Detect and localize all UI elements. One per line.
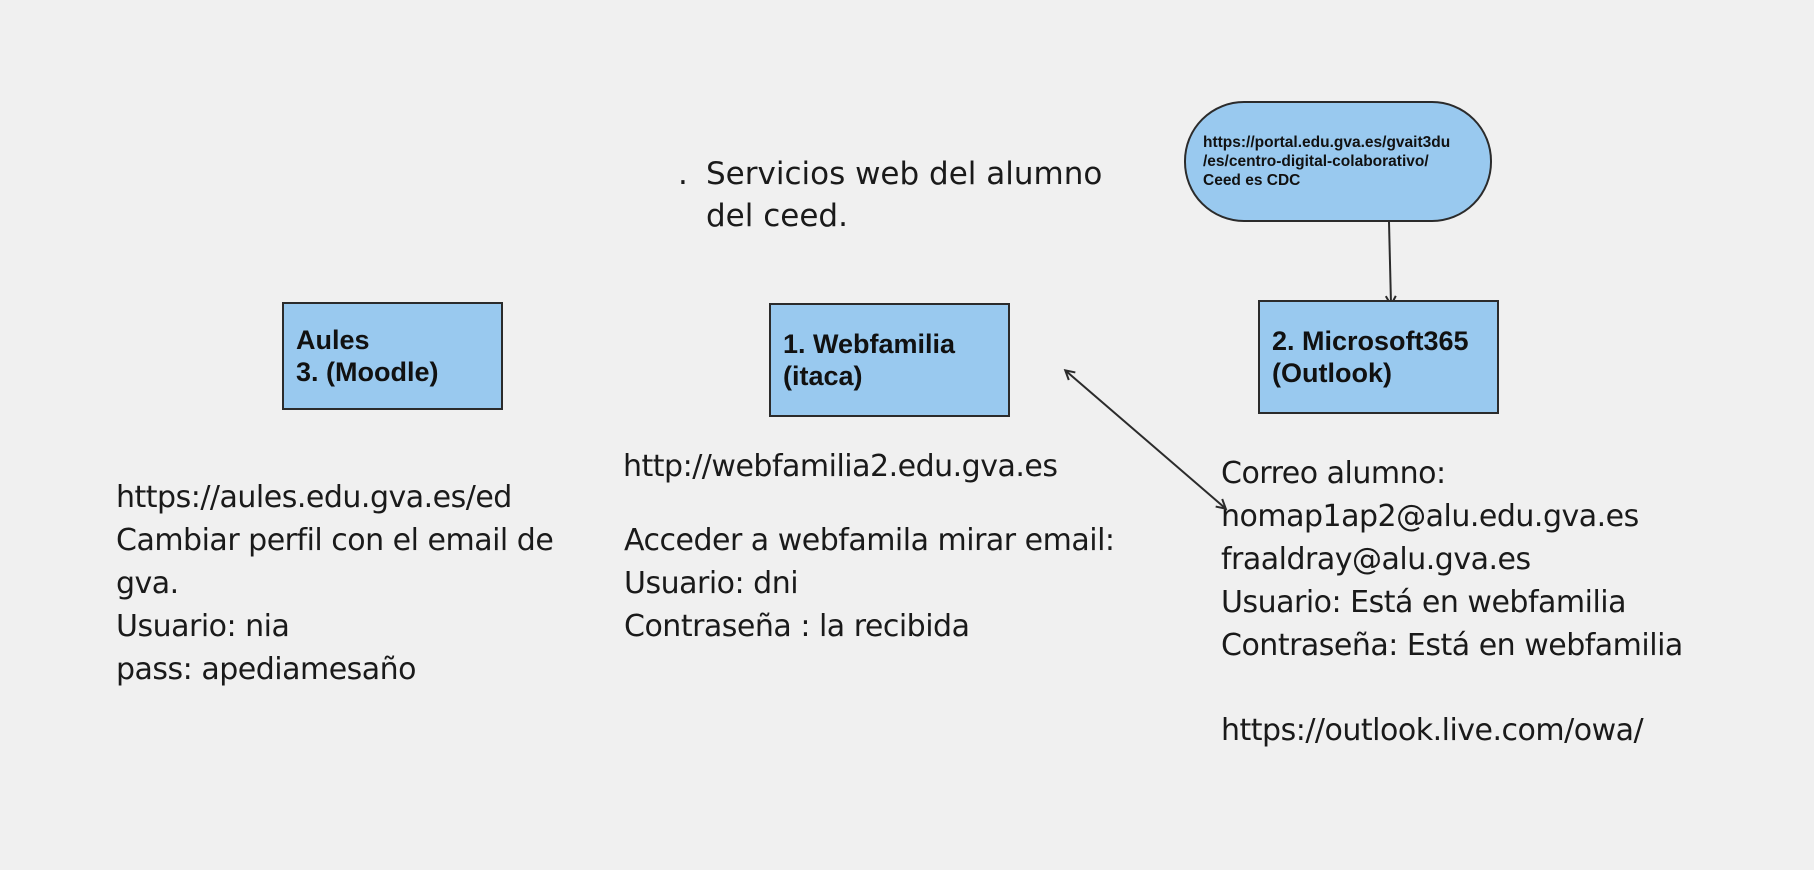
aules-note-url: https://aules.edu.gva.es/ed <box>116 480 512 515</box>
outlook-url-text: https://outlook.live.com/owa/ <box>1221 713 1644 748</box>
microsoft-box: 2. Microsoft365 (Outlook) <box>1258 300 1499 414</box>
webfamilia-url-text: http://webfamilia2.edu.gva.es <box>623 449 1058 484</box>
outlook-url: https://outlook.live.com/owa/ <box>1221 709 1644 752</box>
portal-line-1: https://portal.edu.gva.es/gvait3du <box>1203 134 1451 151</box>
aules-note-line: Usuario: nia <box>116 609 290 644</box>
aules-note-line: gva. <box>116 566 179 601</box>
webfamilia-note-line: Acceder a webfamila mirar email: <box>624 523 1115 558</box>
webfamilia-note-line: Contraseña : la recibida <box>624 609 970 644</box>
portal-line-2: /es/centro-digital-colaborativo/ <box>1203 153 1429 170</box>
title-line-2: del ceed. <box>706 198 848 234</box>
webfamilia-box: 1. Webfamilia (itaca) <box>769 303 1010 417</box>
aules-box-line-1: Aules <box>296 325 370 355</box>
aules-box-line-2: 3. (Moodle) <box>296 357 439 387</box>
aules-box: Aules 3. (Moodle) <box>282 302 503 410</box>
webfamilia-url: http://webfamilia2.edu.gva.es <box>623 445 1058 488</box>
portal-line-3: Ceed es CDC <box>1203 172 1301 189</box>
webfamilia-box-line-1: 1. Webfamilia <box>783 329 956 359</box>
microsoft-note-line: Contraseña: Está en webfamilia <box>1221 628 1683 663</box>
portal-pill: https://portal.edu.gva.es/gvait3du /es/c… <box>1184 101 1492 222</box>
microsoft-box-line-1: 2. Microsoft365 <box>1272 326 1469 356</box>
webfamilia-box-line-2: (itaca) <box>783 361 863 391</box>
microsoft-note-line: Correo alumno: <box>1221 456 1446 491</box>
title-line-1: Servicios web del alumno <box>706 156 1103 192</box>
title-bullet: . <box>678 156 688 192</box>
microsoft-note-line: nomap1ap2@alu.edu.gva.es <box>1221 499 1639 534</box>
webfamilia-note-line: Usuario: dni <box>624 566 799 601</box>
webfamilia-notes: Acceder a webfamila mirar email: Usuario… <box>624 519 1115 648</box>
portal-to-microsoft-arrow <box>1389 221 1391 304</box>
aules-note-line: Cambiar perfil con el email de <box>116 523 554 558</box>
diagram-title: . Servicios web del alumno del ceed. <box>678 153 1103 237</box>
microsoft-notes: Correo alumno: nomap1ap2@alu.edu.gva.es … <box>1221 452 1683 667</box>
aules-note-line: pass: apediamesaño <box>116 652 417 687</box>
aules-notes: https://aules.edu.gva.es/ed Cambiar perf… <box>116 476 554 691</box>
microsoft-note-line: Usuario: Está en webfamilia <box>1221 585 1627 620</box>
microsoft-note-line: fraaldray@alu.gva.es <box>1221 542 1531 577</box>
webfamilia-microsoft-double-arrow <box>1066 371 1225 508</box>
microsoft-box-line-2: (Outlook) <box>1272 358 1392 388</box>
